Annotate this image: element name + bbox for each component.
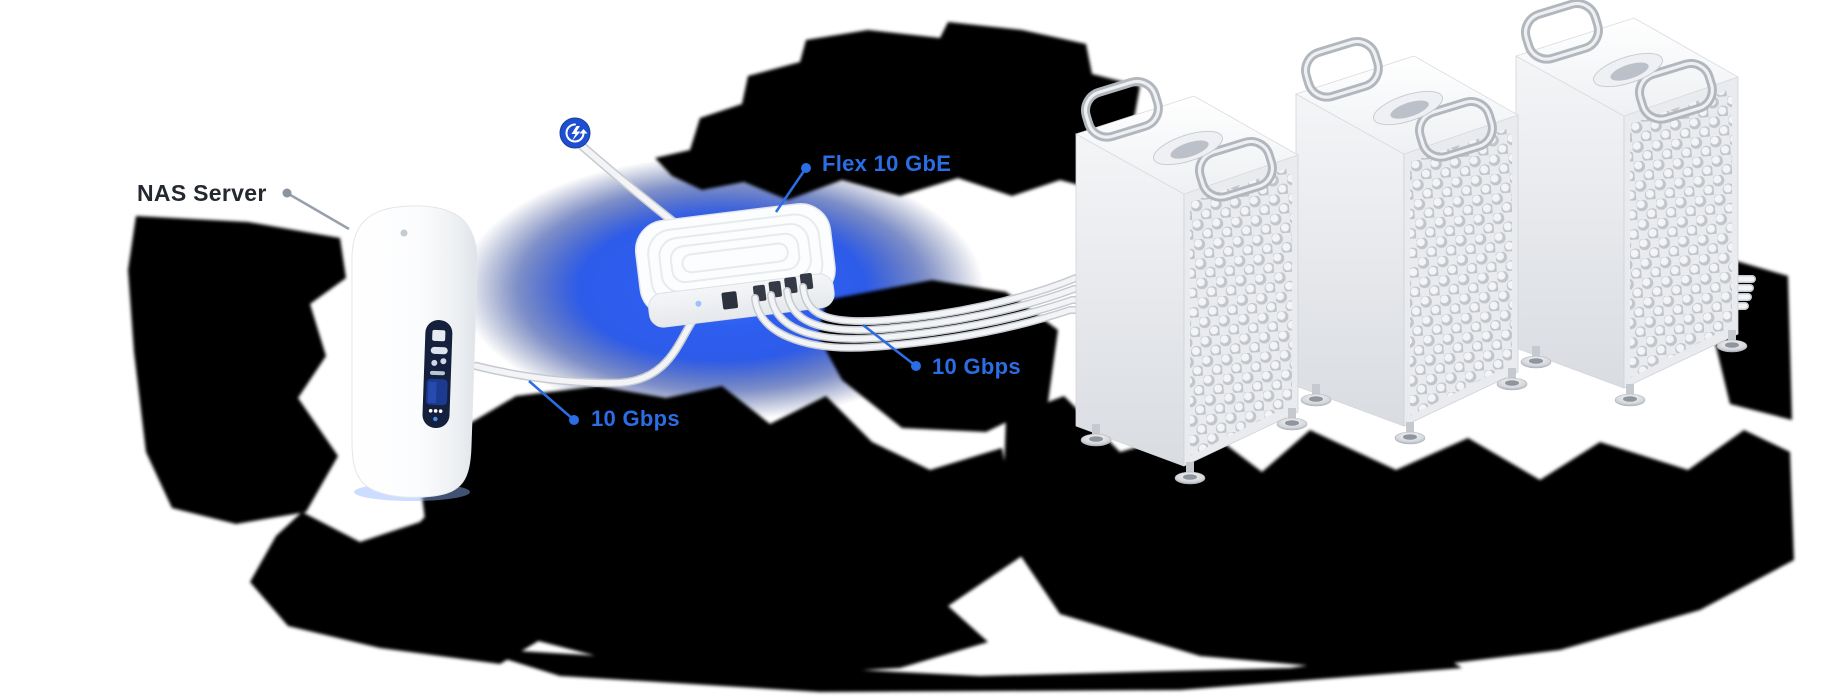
link-left-leader [528, 380, 575, 421]
switch-led [695, 300, 702, 307]
nas-label-leader [286, 191, 350, 231]
shadow-blob-left [128, 216, 346, 524]
workstation-tower-1 [1076, 77, 1307, 484]
nas-server-device [351, 205, 478, 501]
switch-label: Flex 10 GbE [822, 151, 952, 176]
cables-switch-to-workstations [751, 273, 1756, 352]
link-speed-label-workstations: 10 Gbps [932, 354, 1021, 379]
nas-logo-dot [400, 229, 408, 237]
nas-label-dot [282, 188, 292, 198]
link-right-dot [911, 361, 921, 371]
shadow-blobs [128, 22, 1794, 692]
nas-body [351, 205, 478, 498]
switch-label-dot [801, 163, 811, 173]
link-left-dot [569, 415, 579, 425]
shadow-blob-bottom-streak [470, 648, 1462, 692]
link-speed-label-nas: 10 Gbps [591, 406, 680, 431]
switch-rj45-port [721, 291, 739, 310]
workstation-tower-3 [1516, 0, 1747, 406]
label-leaders [282, 163, 921, 425]
link-right-leader [862, 324, 917, 367]
workstation-tower-2 [1296, 37, 1527, 444]
shadow-blob-top [655, 22, 1146, 200]
poe-cycle-icon [559, 117, 591, 149]
nas-server-label: NAS Server [137, 180, 267, 206]
shadow-blob-right [1002, 396, 1794, 672]
shadow-blob-center [420, 386, 1022, 676]
switch-label-leader [774, 167, 808, 213]
nas-display-strip [422, 320, 453, 429]
